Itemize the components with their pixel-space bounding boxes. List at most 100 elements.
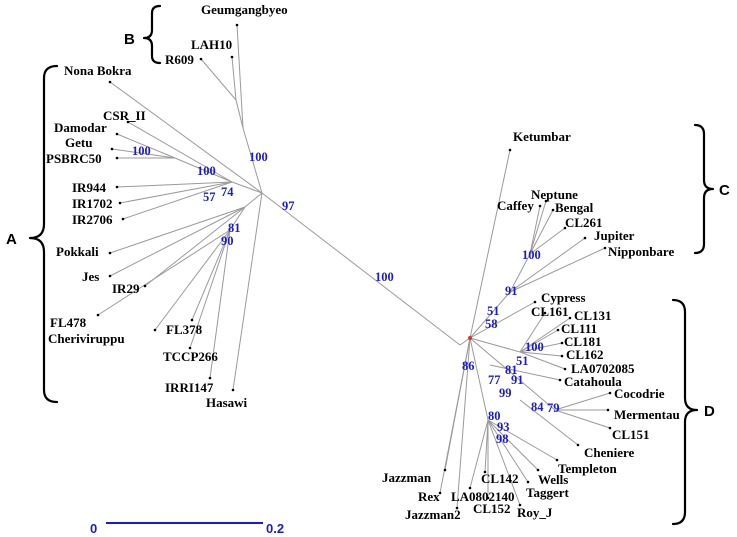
leaf-label-cl162: CL162 <box>566 347 604 362</box>
root-node-marker <box>468 336 472 340</box>
leaf-label-cl151: CL151 <box>612 427 650 442</box>
tip-markers <box>96 23 612 510</box>
branch-hasawi <box>232 192 263 391</box>
branch-damodar-group <box>174 157 233 183</box>
branch-cl111 <box>519 329 559 353</box>
branch-cl261 <box>529 227 566 255</box>
branch-b-stem <box>242 127 263 194</box>
branch-cl181 <box>519 342 563 353</box>
leaf-label-neptune: Neptune <box>531 187 578 202</box>
tip-dot <box>438 491 442 495</box>
leaf-label-jes: Jes <box>82 269 99 284</box>
tip-dot <box>608 426 612 430</box>
leaf-label-ir1702: IR1702 <box>72 196 112 211</box>
leaf-label-taggert: Taggert <box>526 485 570 500</box>
bootstrap-value: 100 <box>197 164 216 178</box>
bootstrap-value: 100 <box>375 270 394 284</box>
branch-cheriviruppu <box>154 229 231 331</box>
bootstrap-value: 100 <box>132 144 151 158</box>
leaf-label-jazzman2: Jazzman2 <box>405 507 461 522</box>
leaf-label-rex: Rex <box>418 489 440 504</box>
leaf-label-hasawi: Hasawi <box>206 395 248 410</box>
leaf-label-roy-j: Roy_J <box>517 505 553 520</box>
branch-cocodrie <box>554 392 611 411</box>
branch-jazzman2 <box>456 337 471 509</box>
leaf-label-cypress: Cypress <box>541 290 586 305</box>
leaf-label-catahoula: Catahoula <box>564 374 622 389</box>
bootstrap-value: 93 <box>497 420 510 434</box>
clade-c-brace <box>693 123 715 255</box>
branch-r609 <box>200 58 237 101</box>
tip-dot <box>551 208 555 212</box>
branch-a-upper <box>231 181 263 194</box>
leaf-label-cheniere: Cheniere <box>584 445 635 460</box>
branch-fl478 <box>97 229 231 316</box>
bootstrap-value: 58 <box>485 317 498 331</box>
tip-dot <box>108 274 112 278</box>
tip-dot <box>455 506 459 510</box>
branch-wells <box>487 419 539 471</box>
tip-dot <box>486 496 490 500</box>
tip-dot <box>126 120 130 124</box>
bootstrap-value: 79 <box>547 401 560 415</box>
branch-d-low <box>469 337 489 421</box>
leaf-label-bengal: Bengal <box>555 200 594 215</box>
bootstrap-value: 90 <box>221 234 234 248</box>
tip-dot <box>208 376 212 380</box>
bootstrap-value: 77 <box>488 373 501 387</box>
branch-cl131 <box>519 317 571 353</box>
bootstrap-value: 51 <box>487 304 500 318</box>
scale-bar: 0 0.2 <box>90 521 284 536</box>
scale-bar-end-label: 0.2 <box>266 521 284 536</box>
tip-dot <box>568 316 572 320</box>
leaf-label-cl131: CL131 <box>574 308 612 323</box>
bootstrap-value: 97 <box>282 199 295 213</box>
bootstrap-value: 51 <box>516 354 529 368</box>
branch-damodar <box>116 133 176 159</box>
tip-dot <box>108 80 112 84</box>
leaf-label-nona-bokra: Nona Bokra <box>64 63 132 78</box>
branch-irri147 <box>209 229 231 379</box>
branch-taggert <box>487 419 529 483</box>
branch-d-cl-stem <box>469 337 521 353</box>
tip-dot <box>235 23 239 27</box>
leaf-label-cl161: CL161 <box>531 304 569 319</box>
bootstrap-value: 57 <box>203 190 216 204</box>
clade-brackets: A B C D <box>6 4 730 526</box>
tip-dot <box>483 470 487 474</box>
tip-dot <box>115 156 119 160</box>
tip-dot <box>118 201 122 205</box>
tip-dot <box>606 408 610 412</box>
tip-dot <box>153 328 157 332</box>
branch-csr2 <box>127 121 233 183</box>
tip-dot <box>508 148 512 152</box>
branch-ir1702 <box>119 181 233 204</box>
branch-c-inner <box>509 253 531 293</box>
tip-dot <box>560 341 564 345</box>
leaf-label-cl111: CL111 <box>561 321 597 336</box>
leaf-label-lah10: LAH10 <box>191 37 232 52</box>
tip-dot <box>115 185 119 189</box>
leaf-label-ir944: IR944 <box>72 180 106 195</box>
clade-label-b: B <box>124 31 135 48</box>
bootstrap-value: 74 <box>221 185 234 199</box>
tip-dot <box>518 503 522 507</box>
leaf-label-ir29: IR29 <box>112 281 140 296</box>
tip-dot <box>108 251 112 255</box>
branch-fl-group <box>229 206 246 231</box>
bootstrap-value: 84 <box>531 400 544 414</box>
leaf-label-r609: R609 <box>165 52 194 67</box>
bootstrap-value: 81 <box>228 221 241 235</box>
tip-dot <box>538 204 542 208</box>
scale-bar-start-label: 0 <box>90 521 97 536</box>
tip-dot <box>563 367 567 371</box>
tip-dot <box>143 284 147 288</box>
leaf-label-pokkali: Pokkali <box>56 244 99 259</box>
tip-dot <box>533 300 537 304</box>
leaf-label-la0702085: LA0702085 <box>571 361 635 376</box>
leaf-label-jazzman: Jazzman <box>382 470 432 485</box>
branch-bengal <box>529 209 554 255</box>
branch-c-stem <box>469 291 511 339</box>
tip-dot <box>583 236 587 240</box>
